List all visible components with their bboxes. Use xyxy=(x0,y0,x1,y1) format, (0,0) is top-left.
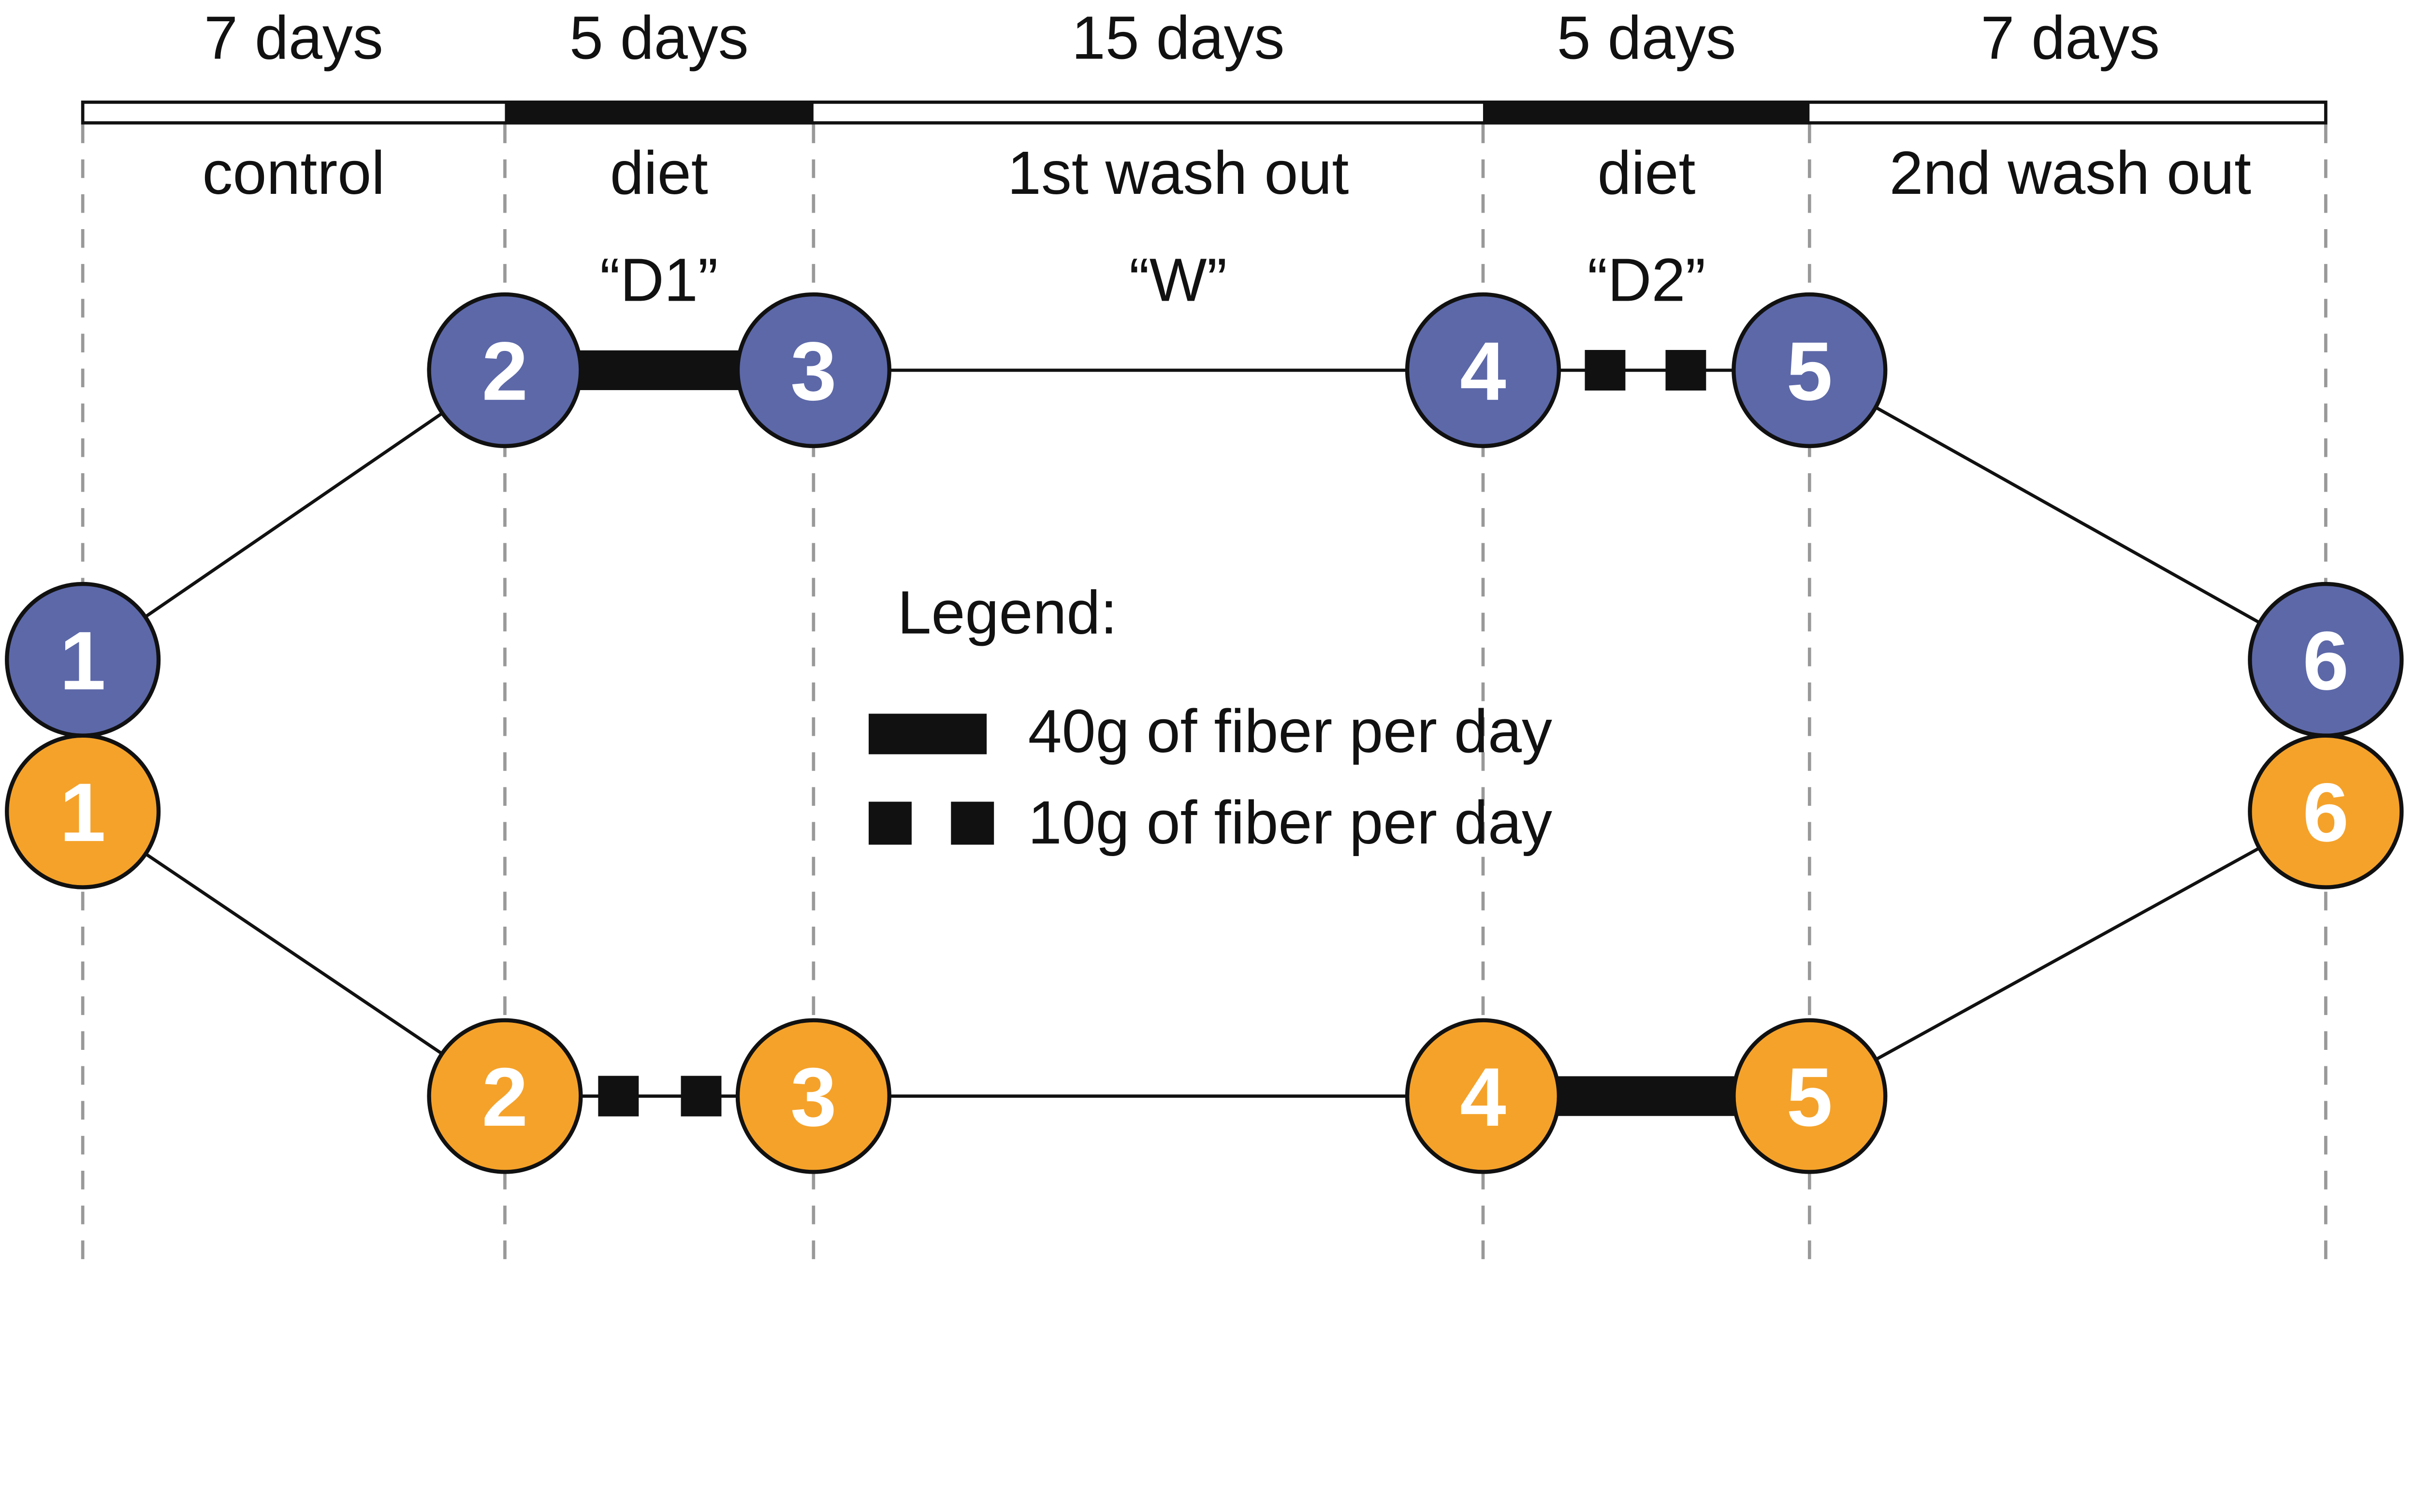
diet-segment-d2-bar xyxy=(1483,101,1810,125)
phase-label-washout1: 1st wash out xyxy=(1007,139,1349,207)
duration-label-diet1: 5 days xyxy=(569,4,749,72)
node-orange-1 xyxy=(5,733,161,889)
node-blue-6-label: 6 xyxy=(2302,614,2349,707)
duration-label-control: 7 days xyxy=(204,4,383,72)
duration-label-diet2: 5 days xyxy=(1557,4,1736,72)
node-blue-1-label: 1 xyxy=(59,614,106,707)
legend-swatch-10g-square-1 xyxy=(868,801,912,845)
arm-blue: 1 2 3 4 5 6 xyxy=(5,292,2404,738)
edge-orange-1-2 xyxy=(82,810,506,1098)
legend-title: Legend: xyxy=(898,578,1118,646)
phase-label-washout2: 2nd wash out xyxy=(1889,139,2251,207)
node-orange-2 xyxy=(427,1018,583,1174)
diet-segment-d1-bar xyxy=(505,101,814,125)
legend-item-10g-label: 10g of fiber per day xyxy=(1028,788,1552,857)
node-orange-1-label: 1 xyxy=(59,766,106,859)
node-orange-6 xyxy=(2248,733,2404,889)
node-orange-3-label: 3 xyxy=(790,1051,837,1144)
edge-orange-2-3-10g-square-1 xyxy=(598,1076,639,1117)
node-orange-4 xyxy=(1405,1018,1561,1174)
code-label-d2: “D2” xyxy=(1587,246,1706,314)
node-orange-6-label: 6 xyxy=(2302,766,2349,859)
timeline: 7 days 5 days 15 days 5 days 7 days cont… xyxy=(81,4,2328,314)
arm-orange: 1 2 3 4 5 6 xyxy=(5,733,2404,1174)
edge-orange-2-3-10g-square-2 xyxy=(681,1076,722,1117)
phase-label-diet2: diet xyxy=(1598,139,1696,207)
node-blue-4-label: 4 xyxy=(1460,325,1506,418)
code-label-d1: “D1” xyxy=(600,246,718,314)
legend: Legend: 40g of fiber per day 10g of fibe… xyxy=(868,578,1552,857)
node-orange-3 xyxy=(735,1018,891,1174)
edge-blue-4-5-10g-square-2 xyxy=(1665,349,1706,391)
study-design-canvas: 7 days 5 days 15 days 5 days 7 days cont… xyxy=(5,3,2404,1259)
node-orange-5-label: 5 xyxy=(1786,1051,1833,1144)
phase-label-diet1: diet xyxy=(610,139,708,207)
edge-blue-1-2 xyxy=(82,369,506,661)
node-orange-2-label: 2 xyxy=(482,1051,528,1144)
study-design-figure: 7 days 5 days 15 days 5 days 7 days cont… xyxy=(5,3,2404,1259)
legend-item-40g-label: 40g of fiber per day xyxy=(1028,697,1552,765)
node-blue-3 xyxy=(735,292,891,449)
node-blue-2-label: 2 xyxy=(482,325,528,418)
edge-blue-4-5-10g-square-1 xyxy=(1585,349,1626,391)
node-orange-4-label: 4 xyxy=(1460,1051,1506,1144)
node-blue-4 xyxy=(1405,292,1561,449)
phase-label-control: control xyxy=(203,139,385,207)
legend-swatch-10g-square-2 xyxy=(951,801,994,845)
node-blue-3-label: 3 xyxy=(790,325,837,418)
node-blue-5-label: 5 xyxy=(1786,325,1833,418)
timeline-bar xyxy=(81,101,2328,125)
node-blue-2 xyxy=(427,292,583,449)
legend-swatch-40g-bar xyxy=(868,713,987,755)
edge-blue-5-6 xyxy=(1808,369,2327,661)
edge-orange-5-6 xyxy=(1808,810,2327,1098)
node-orange-5 xyxy=(1732,1018,1888,1174)
node-blue-5 xyxy=(1732,292,1888,449)
duration-label-washout2: 7 days xyxy=(1980,4,2160,72)
code-label-w: “W” xyxy=(1129,246,1227,314)
duration-label-washout1: 15 days xyxy=(1072,4,1285,72)
